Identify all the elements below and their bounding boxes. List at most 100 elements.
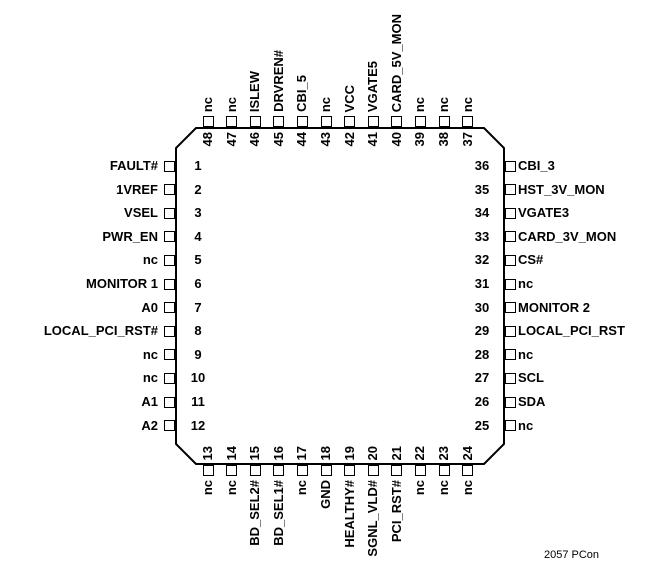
pin-label-40-text: CARD_5V_MON (388, 13, 404, 112)
pin-number-44-text: 44 (294, 132, 310, 147)
pin-number-1: 1 (194, 158, 202, 173)
pin-label-25: nc (518, 417, 534, 433)
pin-square-1 (164, 160, 175, 172)
pin-number-44: 44 (290, 132, 314, 158)
pin-square-45 (273, 116, 285, 127)
pin-square-24 (462, 465, 474, 476)
pin-number-26: 26 (474, 394, 490, 409)
pin-label-24-text: nc (459, 480, 475, 496)
pin-number-4: 4 (194, 228, 202, 244)
pin-number-20: 20 (361, 434, 385, 460)
pin-label-23: nc (432, 480, 456, 584)
pin-label-38-text: nc (436, 96, 451, 112)
pin-number-14: 14 (220, 434, 244, 460)
pin-square-26 (505, 396, 516, 408)
pin-label-18: GND (314, 480, 338, 584)
pin-number-9: 9 (194, 346, 202, 362)
pin-number-21-text: 21 (388, 445, 404, 460)
pin-label-26: SDA (518, 394, 546, 409)
pin-label-42-text: VCC (341, 84, 357, 112)
pin-label-7: A0 (141, 299, 158, 315)
pin-number-42: 42 (338, 132, 362, 158)
pin-number-34: 34 (474, 205, 490, 221)
pin-number-29: 29 (474, 323, 490, 339)
pin-number-48: 48 (196, 132, 220, 158)
pin-square-20 (367, 465, 379, 476)
pin-number-43-text: 43 (318, 132, 333, 147)
pin-number-19: 19 (338, 434, 362, 460)
pin-label-40: CARD_5V_MON (385, 8, 409, 112)
pin-label-44: CBI_5 (290, 8, 314, 112)
pin-label-38: nc (432, 8, 456, 112)
pin-number-48-text: 48 (200, 132, 215, 147)
pin-label-17: nc (290, 480, 314, 584)
pin-square-28 (505, 349, 516, 361)
pin-square-12 (164, 420, 175, 432)
pin-square-13 (202, 465, 214, 476)
pin-label-4: PWR_EN (102, 228, 158, 244)
pin-number-24-text: 24 (459, 445, 475, 460)
pin-square-33 (505, 231, 516, 243)
pin-label-47: nc (220, 8, 244, 112)
pin-label-37: nc (456, 8, 480, 112)
pin-number-23: 23 (432, 434, 456, 460)
pin-square-27 (505, 372, 516, 384)
pin-square-30 (505, 302, 516, 314)
pin-label-21-text: PCI_RST# (388, 480, 404, 543)
pin-label-14: nc (220, 480, 244, 584)
pin-number-37-text: 37 (459, 132, 475, 147)
pin-number-37: 37 (456, 132, 480, 158)
pin-square-18 (320, 465, 332, 476)
pin-number-21: 21 (385, 434, 409, 460)
pin-label-20: SGNL_VLD# (361, 480, 385, 584)
pin-label-13-text: nc (200, 480, 215, 496)
pin-label-44-text: CBI_5 (294, 75, 310, 112)
pin-number-11: 11 (191, 394, 205, 409)
pin-square-8 (164, 325, 175, 337)
pin-square-11 (164, 396, 175, 408)
pin-number-2: 2 (194, 181, 202, 197)
pin-number-30: 30 (474, 299, 490, 315)
pin-number-20-text: 20 (365, 445, 381, 460)
pin-number-6: 6 (194, 276, 202, 291)
pin-number-41-text: 41 (365, 132, 381, 147)
pin-label-47-text: nc (223, 96, 239, 112)
pin-square-10 (164, 372, 175, 384)
pin-label-15-text: BD_SEL2# (247, 480, 263, 546)
pin-number-35: 35 (474, 181, 490, 197)
pin-number-24: 24 (456, 434, 480, 460)
pin-label-45-text: DRVREN# (270, 50, 286, 112)
pin-square-5 (164, 254, 175, 266)
pin-label-19-text: HEALTHY# (341, 480, 357, 548)
pin-label-16-text: BD_SEL1# (270, 480, 286, 546)
pin-label-46-text: ISLEW (247, 70, 263, 112)
pin-number-7: 7 (194, 299, 202, 315)
pin-square-43 (320, 116, 332, 127)
pin-label-12: A2 (141, 417, 158, 433)
pin-square-3 (164, 207, 175, 219)
pin-label-16: BD_SEL1# (267, 480, 291, 584)
pin-square-23 (438, 465, 450, 476)
pin-number-42-text: 42 (341, 132, 357, 147)
pin-label-22-text: nc (412, 480, 428, 496)
pin-label-6: MONITOR 1 (86, 276, 158, 291)
pin-label-43: nc (314, 8, 338, 112)
pin-number-15-text: 15 (247, 445, 263, 460)
chip-body-outline (175, 127, 505, 465)
pin-square-34 (505, 207, 516, 219)
pin-number-38: 38 (432, 132, 456, 158)
pin-label-18-text: GND (318, 480, 333, 509)
pin-number-14-text: 14 (223, 445, 239, 460)
pin-square-47 (226, 116, 238, 127)
pin-number-46-text: 46 (247, 132, 263, 147)
pin-label-45: DRVREN# (267, 8, 291, 112)
pin-square-21 (391, 465, 403, 476)
pin-number-27: 27 (474, 370, 490, 386)
pin-label-2: 1VREF (116, 181, 158, 197)
pin-label-22: nc (408, 480, 432, 584)
pin-square-39 (414, 116, 426, 127)
pin-label-43-text: nc (318, 96, 333, 112)
pin-square-38 (438, 116, 450, 127)
pin-label-48-text: nc (200, 96, 215, 112)
pin-number-36: 36 (474, 158, 490, 173)
